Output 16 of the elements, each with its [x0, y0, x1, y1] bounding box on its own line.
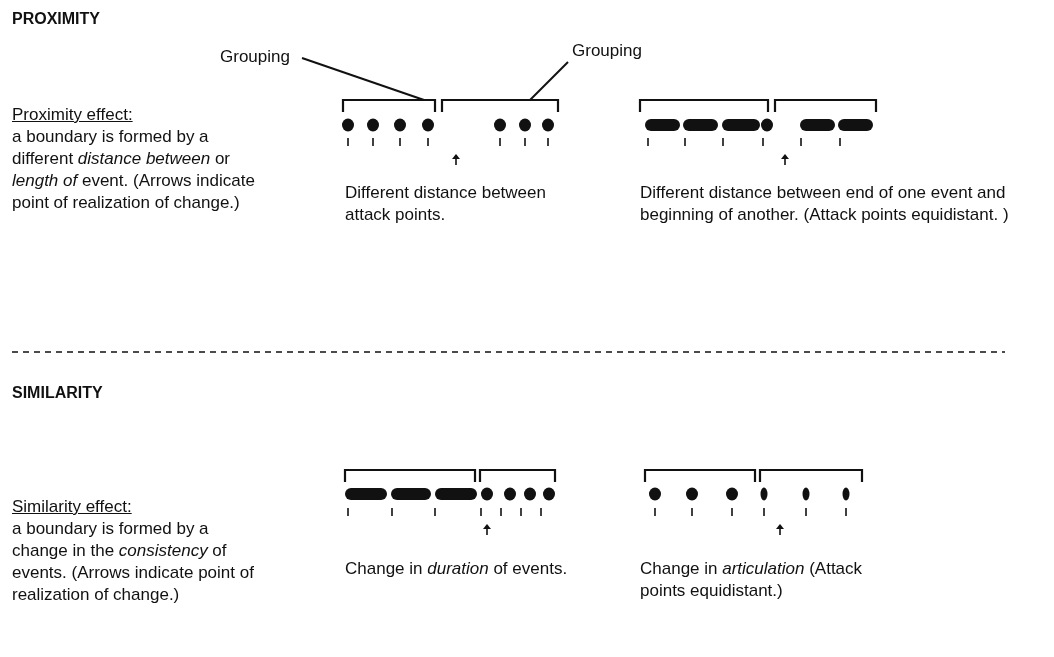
- group-label: Grouping: [220, 46, 290, 68]
- grouping-bracket: [341, 98, 437, 112]
- section-heading: PROXIMITY: [12, 9, 100, 29]
- grouping-bracket: [440, 98, 560, 112]
- description-text: a boundary is formed by a different distance between or length of event. (Arrows indicate point of realization of change.): [12, 126, 256, 214]
- caption-text: Change in duration of events.: [345, 558, 569, 580]
- section-heading: SIMILARITY: [12, 383, 103, 403]
- effect-heading: Similarity effect:: [12, 496, 132, 518]
- effect-heading: Proximity effect:: [12, 104, 133, 126]
- caption-text: Different distance between attack points.: [345, 182, 547, 226]
- leader-line: [301, 57, 425, 101]
- description-text: a boundary is formed by a change in the consistency of events. (Arrows indicate point of realization of change.): [12, 518, 255, 606]
- caption-text: Change in articulation (Attack points equidistant.): [640, 558, 864, 602]
- group-label: Grouping: [572, 40, 642, 62]
- caption-text: Different distance between end of one event and beginning of another. (Attack points equidistant. ): [640, 182, 1010, 226]
- leader-line: [529, 61, 569, 101]
